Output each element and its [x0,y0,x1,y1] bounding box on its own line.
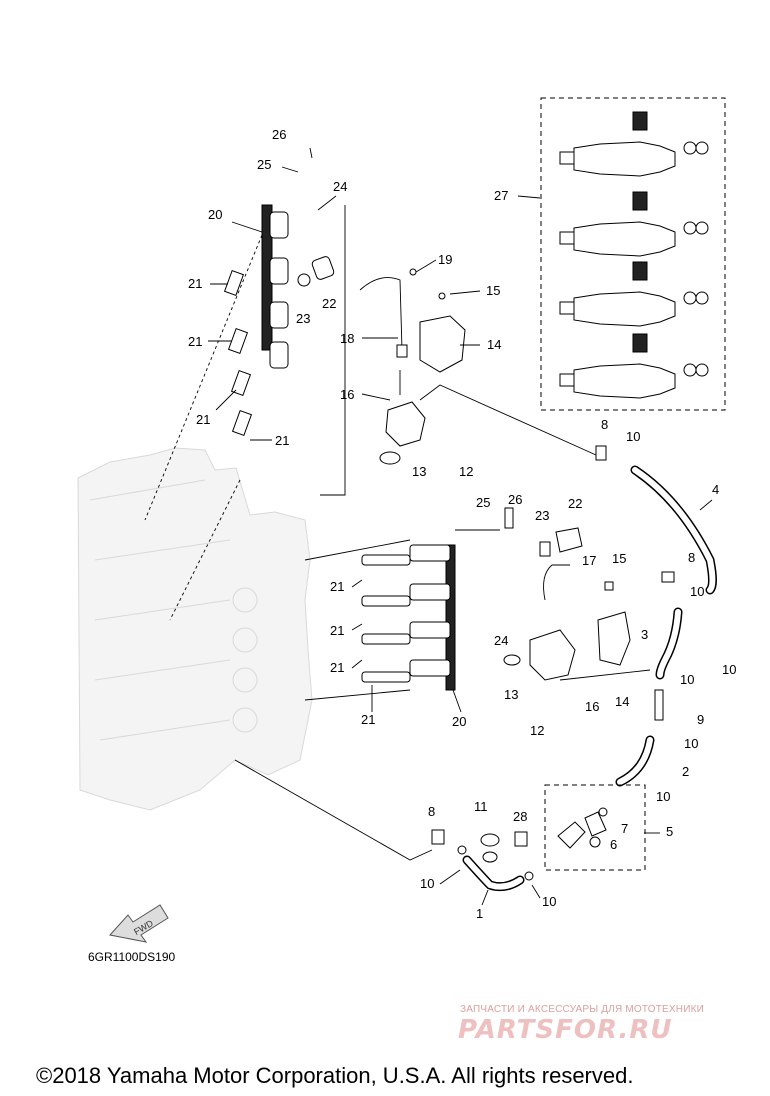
callout: 21 [188,334,202,349]
injectors-upper [223,269,253,437]
callout: 10 [722,662,736,677]
callout: 8 [601,417,608,432]
callout-leaders [208,147,713,906]
callout: 10 [542,894,556,909]
callout: 1 [476,906,483,921]
callout: 21 [330,660,344,675]
fwd-arrow: FWD [109,904,169,943]
callout: 4 [712,482,719,497]
callout: 8 [688,550,695,565]
callout: 17 [582,553,596,568]
clamp-and-fitting [457,831,534,881]
callout: 22 [322,296,336,311]
callout: 23 [296,311,310,326]
callout: 10 [680,672,694,687]
callout: 8 [428,804,435,819]
callout: 21 [275,433,289,448]
high-pressure-pump-lower [503,564,631,681]
callout-labels: 26 25 24 20 21 22 23 19 15 18 14 16 21 2… [188,127,736,921]
callout: 5 [666,824,673,839]
callout: 21 [330,579,344,594]
injector-variants [559,111,709,399]
callout: 3 [641,627,648,642]
callout: 18 [340,331,354,346]
callout: 21 [361,712,375,727]
callout: 26 [508,492,522,507]
watermark-subtitle: ЗАПЧАСТИ И АКСЕССУАРЫ ДЛЯ МОТОТЕХНИКИ [460,1004,705,1015]
callout: 26 [272,127,286,142]
callout: 14 [615,694,629,709]
callout: 10 [690,584,704,599]
high-pressure-pump-upper [359,268,466,465]
callout: 24 [333,179,347,194]
fuel-rail-upper [261,204,335,369]
callout: 14 [487,337,501,352]
callout: 25 [257,157,271,172]
callout: 10 [656,789,670,804]
callout: 2 [682,764,689,779]
callout: 27 [494,188,508,203]
callout: 11 [474,799,488,814]
callout: 13 [504,687,518,702]
watermark-brand: PARTSFOR.RU [458,1015,673,1045]
engine-block-ghost [77,447,313,811]
copyright-notice: ©2018 Yamaha Motor Corporation, U.S.A. A… [36,1063,634,1088]
callout: 13 [412,464,426,479]
callout: 12 [459,464,473,479]
callout: 28 [513,809,527,824]
callout: 21 [188,276,202,291]
callout: 15 [486,283,500,298]
callout: 20 [452,714,466,729]
callout: 19 [438,252,452,267]
injector-set-box [540,97,726,411]
callout: 24 [494,633,508,648]
callout: 21 [330,623,344,638]
callout: 20 [208,207,222,222]
callout: 21 [196,412,210,427]
callout: 16 [585,699,599,714]
callout: 15 [612,551,626,566]
callout: 25 [476,495,490,510]
callout: 16 [340,387,354,402]
fuel-hoses [431,445,717,892]
reference-lines [144,205,651,861]
callout: 22 [568,496,582,511]
callout: 9 [697,712,704,727]
callout: 23 [535,508,549,523]
callout: 12 [530,723,544,738]
diagram-code: 6GR1100DS190 [88,950,176,964]
callout: 10 [420,876,434,891]
callout: 10 [626,429,640,444]
filter-kit-box [544,784,646,871]
fuel-rail-lower [361,507,583,691]
callout: 7 [621,821,628,836]
callout: 6 [610,837,617,852]
callout: 10 [684,736,698,751]
filter-kit [557,807,608,849]
